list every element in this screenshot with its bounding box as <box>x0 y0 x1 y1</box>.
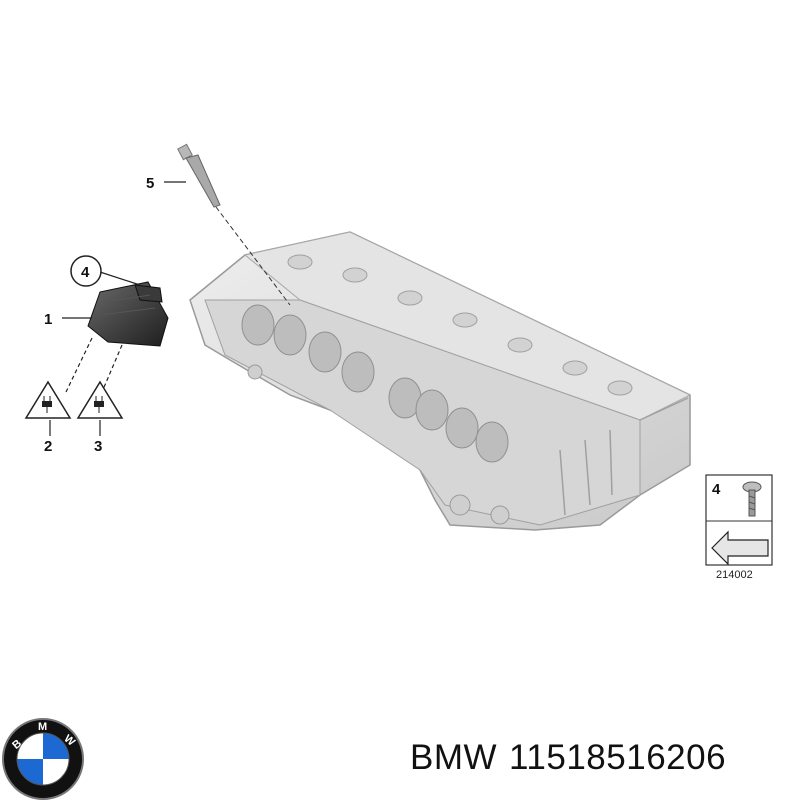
callout-label-4: 4 <box>81 264 90 281</box>
leader-lines <box>49 181 186 436</box>
callout-label-2: 2 <box>44 438 52 455</box>
part-number: 11518516206 <box>509 738 727 777</box>
diagram-reference-number: 214002 <box>716 569 753 581</box>
callout-label-3: 3 <box>94 438 102 455</box>
part-caption: BMW 11518516206 <box>410 738 738 778</box>
brand-name: BMW <box>410 738 498 777</box>
callout-label-5: 5 <box>146 175 154 192</box>
svg-text:M: M <box>38 721 47 733</box>
cylinder-head-illustration <box>189 231 692 531</box>
electrical-warning-icon <box>24 380 72 419</box>
callout-circle <box>70 255 102 287</box>
electrical-warning-icon <box>76 380 124 419</box>
bmw-logo: B M W <box>2 718 84 800</box>
callout-label-1: 1 <box>44 311 52 328</box>
torque-arrow-icon <box>711 530 769 566</box>
sensor-illustration <box>87 281 169 347</box>
inset-part-number: 4 <box>712 481 721 498</box>
glow-plug-illustration <box>177 143 291 306</box>
screw-detail-inset: 4 214002 <box>705 474 773 581</box>
screw-icon <box>742 481 762 517</box>
